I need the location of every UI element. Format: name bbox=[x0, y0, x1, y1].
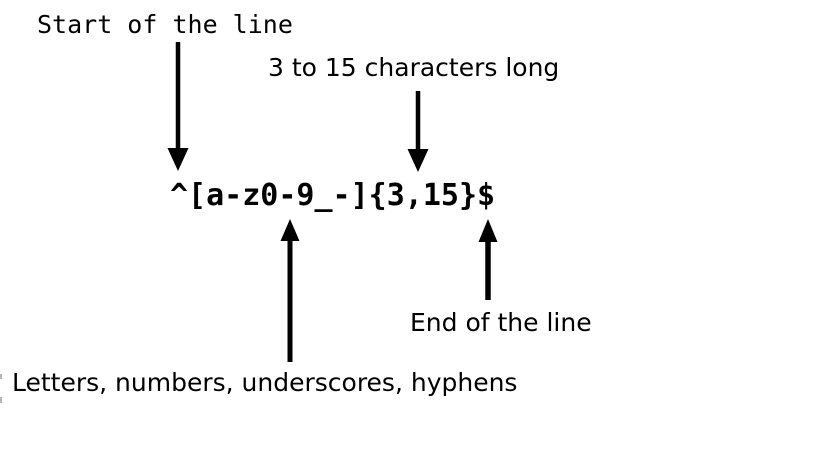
length-quantifier-label: 3 to 15 characters long bbox=[268, 53, 560, 82]
arrow-end-to-dollar-icon bbox=[478, 219, 498, 300]
left-edge-artifact bbox=[0, 374, 2, 379]
end-of-line-label: End of the line bbox=[410, 308, 592, 337]
character-class-label: Letters, numbers, underscores, hyphens bbox=[12, 368, 518, 397]
left-edge-artifact bbox=[0, 397, 2, 403]
regex-pattern-text: ^[a-z0-9_-]{3,15}$ bbox=[170, 178, 496, 213]
arrow-charset-to-class-icon bbox=[280, 219, 300, 362]
start-of-line-label: Start of the line bbox=[37, 10, 293, 39]
arrow-length-to-quantifier-icon bbox=[407, 91, 429, 172]
arrow-start-to-caret-icon bbox=[167, 42, 189, 171]
